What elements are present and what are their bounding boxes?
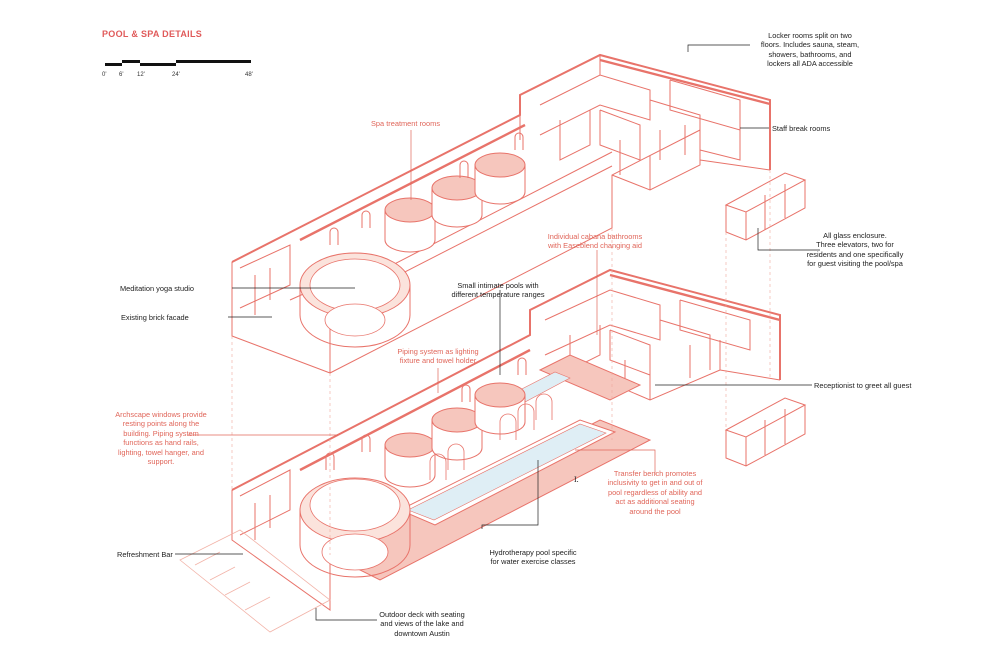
- scale-tick-12: 12': [137, 72, 145, 78]
- meditation-studio-lower: [299, 477, 411, 578]
- annotation-spa-treatment: Spa treatment rooms: [371, 119, 441, 128]
- spa-treatment-rooms: [329, 132, 526, 253]
- glass-enclosure-upper: [724, 172, 807, 241]
- alignment-lines: [231, 170, 771, 555]
- section-marker: I.: [574, 475, 579, 484]
- annotation-archscape: Archscape windows provide resting points…: [115, 410, 207, 467]
- annotation-outdoor-deck: Outdoor deck with seating and views of t…: [379, 610, 465, 638]
- upper-floor: [231, 53, 771, 374]
- annotation-glass-enclosure: All glass enclosure. Three elevators, tw…: [806, 231, 904, 269]
- annotation-small-pools: Small intimate pools with different temp…: [451, 281, 545, 300]
- glass-enclosure-lower: [724, 397, 807, 467]
- page-title: POOL & SPA DETAILS: [102, 29, 203, 39]
- annotation-receptionist: Receptionist to greet all guest: [814, 381, 912, 390]
- annotation-refreshment: Refreshment Bar: [117, 550, 173, 559]
- annotation-meditation: Meditation yoga studio: [120, 284, 194, 293]
- scale-tick-24: 24': [172, 72, 180, 78]
- annotation-brick: Existing brick facade: [121, 313, 189, 322]
- outdoor-deck: [179, 529, 331, 633]
- leader-lines-red: [188, 130, 656, 475]
- scale-tick-0: 0': [102, 72, 107, 78]
- scale-bar: [105, 60, 251, 66]
- scale-tick-6: 6': [119, 72, 124, 78]
- annotation-staff-break: Staff break rooms: [772, 124, 831, 133]
- small-pools: [325, 357, 553, 488]
- annotation-hydrotherapy: Hydrotherapy pool specific for water exe…: [489, 548, 577, 567]
- leader-lines: [175, 44, 820, 621]
- meditation-studio-upper: [299, 252, 411, 348]
- annotation-cabana: Individual cabana bathrooms with Easeble…: [547, 232, 643, 251]
- annotation-transfer: Transfer bench promotes inclusivity to g…: [607, 469, 703, 516]
- scale-tick-48: 48': [245, 72, 253, 78]
- annotation-piping: Piping system as lighting fixture and to…: [397, 347, 479, 366]
- annotation-locker-rooms: Locker rooms split on two floors. Includ…: [760, 31, 860, 69]
